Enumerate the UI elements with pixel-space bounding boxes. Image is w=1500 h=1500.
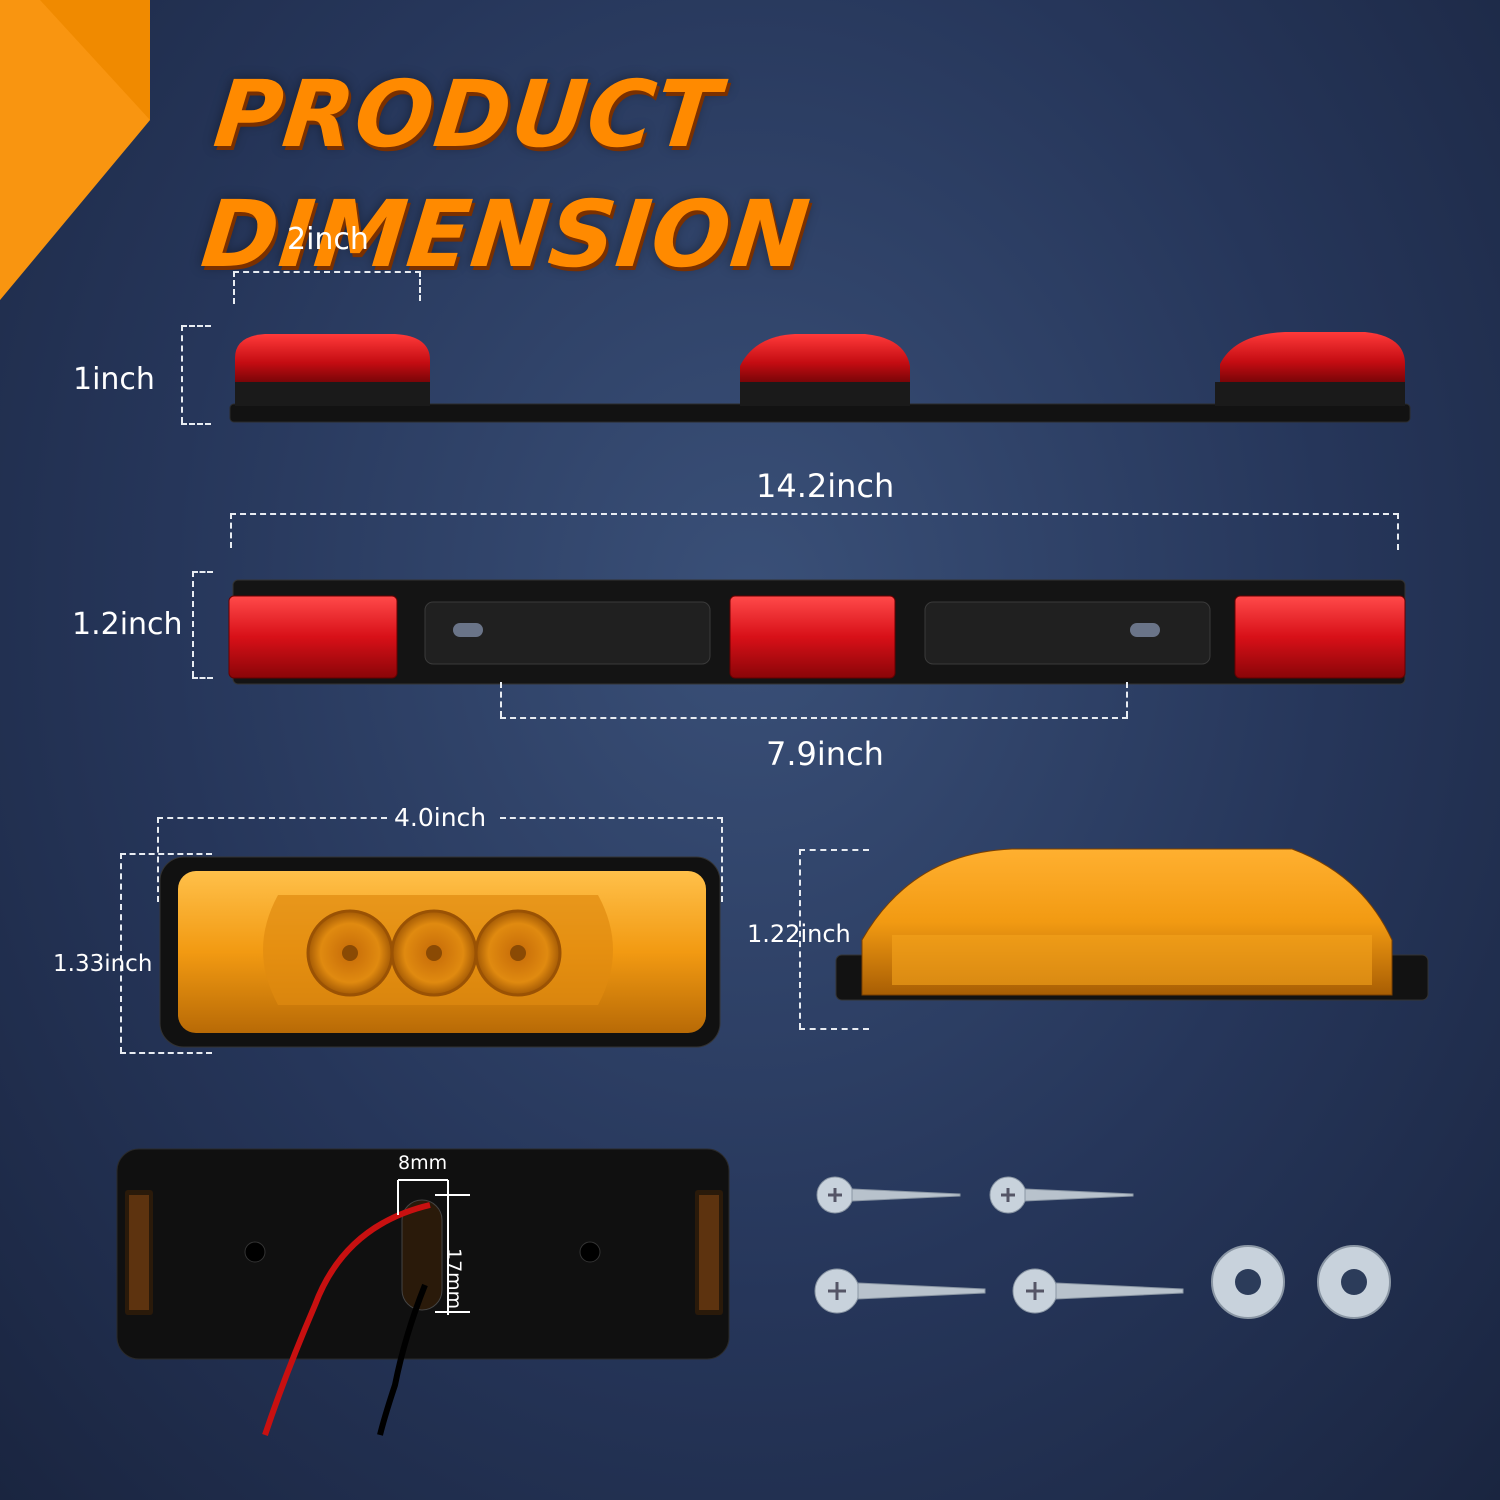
amber-lamp-front [159, 856, 721, 1048]
lamp-back-plate [116, 1148, 730, 1436]
single-lamp-width-label: 1.33inch [53, 951, 153, 977]
screw-icon [1012, 1268, 1184, 1314]
screw-icon [816, 1176, 961, 1214]
hole-spacing-label: 7.9inch [766, 735, 884, 773]
screw-icon [814, 1268, 986, 1314]
page-title: PRODUCT DIMENSION [196, 61, 815, 288]
side-view-light-bar [229, 332, 1411, 423]
bar-length-label: 14.2inch [756, 467, 895, 505]
washer-icon [1211, 1245, 1285, 1319]
lamp-width-label: 2inch [287, 222, 369, 257]
amber-lamp-side [835, 848, 1429, 1001]
screw-icon [989, 1176, 1134, 1214]
lamp-height-side-label: 1inch [73, 362, 155, 397]
wire-hole-height-label: 17mm [443, 1248, 465, 1310]
front-view-light-bar [228, 579, 1406, 685]
single-lamp-height-label: 1.22inch [747, 920, 851, 948]
corner-accent [0, 0, 150, 300]
washer-icon [1317, 1245, 1391, 1319]
wire-hole-width-label: 8mm [398, 1152, 448, 1174]
single-lamp-length-label: 4.0inch [394, 803, 487, 832]
bar-height-label: 1.2inch [72, 607, 183, 642]
